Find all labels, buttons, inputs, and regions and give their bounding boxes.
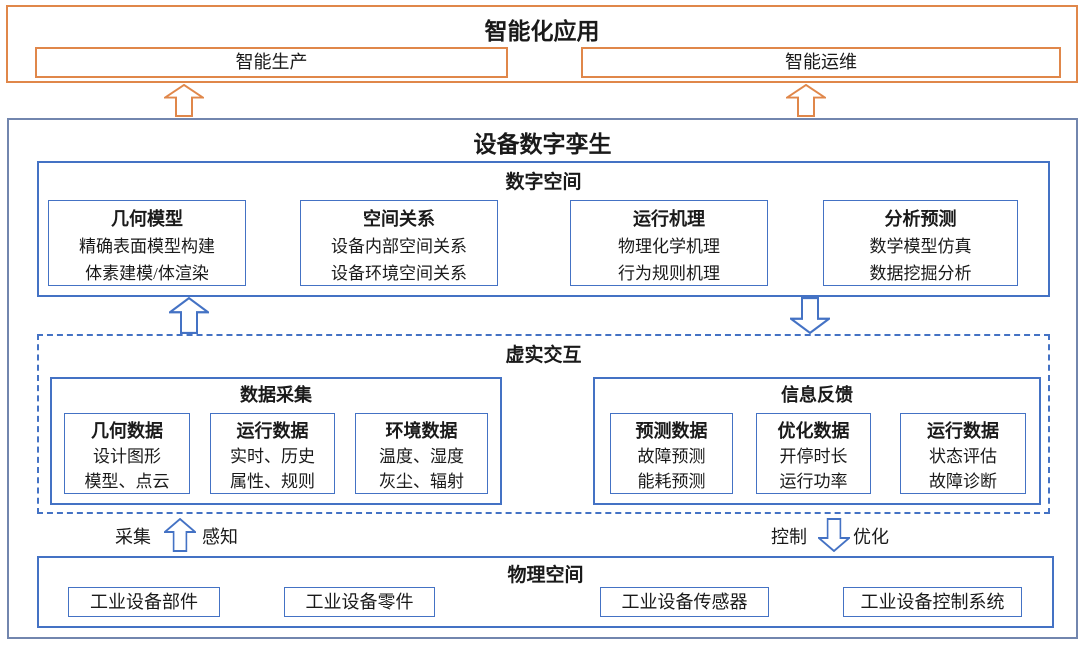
spatial-relation-box: 空间关系 设备内部空间关系 设备环境空间关系 <box>300 200 498 286</box>
info-box-title: 分析预测 <box>884 209 957 229</box>
app-item-smart-operations: 智能运维 <box>581 47 1061 78</box>
info-box-line: 物理化学机理 <box>618 237 720 256</box>
info-box-line: 模型、点云 <box>84 472 170 491</box>
info-box-title: 空间关系 <box>363 209 435 229</box>
info-box-line: 设备环境空间关系 <box>331 264 467 283</box>
info-box-line: 实时、历史 <box>230 447 315 466</box>
equipment-sensor-box: 工业设备传感器 <box>600 587 769 617</box>
down-arrow-icon <box>790 297 830 334</box>
info-box-line: 开停时长 <box>779 447 848 466</box>
info-box-line: 设计图形 <box>93 447 161 466</box>
info-box-line: 精确表面模型构建 <box>79 237 215 256</box>
digital-space-section: 数字空间 几何模型 精确表面模型构建 体素建模/体渲染 空间关系 设备内部空间关… <box>37 161 1050 297</box>
twin-title: 设备数字孪生 <box>473 131 612 157</box>
info-box-line: 灰尘、辐射 <box>379 472 464 491</box>
up-arrow-icon <box>164 84 204 117</box>
optimization-data-box: 优化数据 开停时长 运行功率 <box>756 413 871 494</box>
optimize-label: 优化 <box>853 527 889 547</box>
info-box-title: 优化数据 <box>777 421 850 441</box>
info-box-line: 设备内部空间关系 <box>331 237 467 256</box>
info-box-line: 故障诊断 <box>929 472 997 491</box>
app-layer-box: 智能化应用 智能生产 智能运维 <box>6 5 1078 83</box>
info-box-line: 温度、湿度 <box>379 447 464 466</box>
geometry-data-box: 几何数据 设计图形 模型、点云 <box>64 413 190 494</box>
operating-data-box: 运行数据 实时、历史 属性、规则 <box>210 413 335 494</box>
info-box-line: 运行功率 <box>779 472 848 491</box>
information-feedback-box: 信息反馈 预测数据 故障预测 能耗预测 优化数据 开停时长 运行功率 运行数据 … <box>593 377 1041 505</box>
up-arrow-icon <box>164 518 196 552</box>
analysis-prediction-box: 分析预测 数学模型仿真 数据挖掘分析 <box>823 200 1018 286</box>
running-data-box: 运行数据 状态评估 故障诊断 <box>900 413 1026 494</box>
equipment-control-system-box: 工业设备控制系统 <box>843 587 1022 617</box>
prediction-data-box: 预测数据 故障预测 能耗预测 <box>610 413 733 494</box>
control-label: 控制 <box>771 527 807 547</box>
collect-label: 采集 <box>115 527 151 547</box>
info-box-title: 预测数据 <box>635 421 708 441</box>
up-arrow-icon <box>169 297 209 334</box>
info-box-line: 能耗预测 <box>637 472 706 491</box>
info-box-line: 体素建模/体渲染 <box>85 264 209 283</box>
equipment-part-box: 工业设备零件 <box>284 587 435 617</box>
physical-space-section: 物理空间 工业设备部件 工业设备零件 工业设备传感器 工业设备控制系统 <box>37 556 1054 628</box>
twin-box: 设备数字孪生 数字空间 几何模型 精确表面模型构建 体素建模/体渲染 空间关系 … <box>7 118 1078 639</box>
up-arrow-icon <box>786 84 826 117</box>
information-feedback-title: 信息反馈 <box>781 385 853 405</box>
info-box-title: 运行机理 <box>633 209 705 229</box>
sense-label: 感知 <box>202 527 238 547</box>
geometry-model-box: 几何模型 精确表面模型构建 体素建模/体渲染 <box>48 200 246 286</box>
physical-space-title: 物理空间 <box>507 565 584 586</box>
down-arrow-icon <box>818 518 850 552</box>
info-box-line: 属性、规则 <box>230 472 315 491</box>
data-collection-title: 数据采集 <box>240 385 312 405</box>
digital-space-title: 数字空间 <box>505 172 582 193</box>
info-box-title: 运行数据 <box>236 421 309 441</box>
data-collection-box: 数据采集 几何数据 设计图形 模型、点云 运行数据 实时、历史 属性、规则 环境… <box>50 377 502 505</box>
operating-mechanism-box: 运行机理 物理化学机理 行为规则机理 <box>570 200 768 286</box>
info-box-line: 数据挖掘分析 <box>869 264 972 283</box>
app-layer-title: 智能化应用 <box>484 18 600 44</box>
info-box-line: 状态评估 <box>929 447 997 466</box>
info-box-line: 故障预测 <box>637 447 706 466</box>
interaction-title: 虚实交互 <box>505 345 582 366</box>
info-box-title: 几何模型 <box>111 209 183 229</box>
app-item-smart-production: 智能生产 <box>35 47 508 78</box>
info-box-title: 运行数据 <box>927 421 999 441</box>
info-box-line: 行为规则机理 <box>618 264 720 283</box>
info-box-title: 几何数据 <box>91 421 163 441</box>
info-box-title: 环境数据 <box>385 421 458 441</box>
info-box-line: 数学模型仿真 <box>869 237 972 256</box>
virtual-real-interaction-section: 虚实交互 数据采集 几何数据 设计图形 模型、点云 运行数据 实时、历史 属性、… <box>37 334 1050 514</box>
environment-data-box: 环境数据 温度、湿度 灰尘、辐射 <box>355 413 488 494</box>
equipment-component-box: 工业设备部件 <box>68 587 220 617</box>
